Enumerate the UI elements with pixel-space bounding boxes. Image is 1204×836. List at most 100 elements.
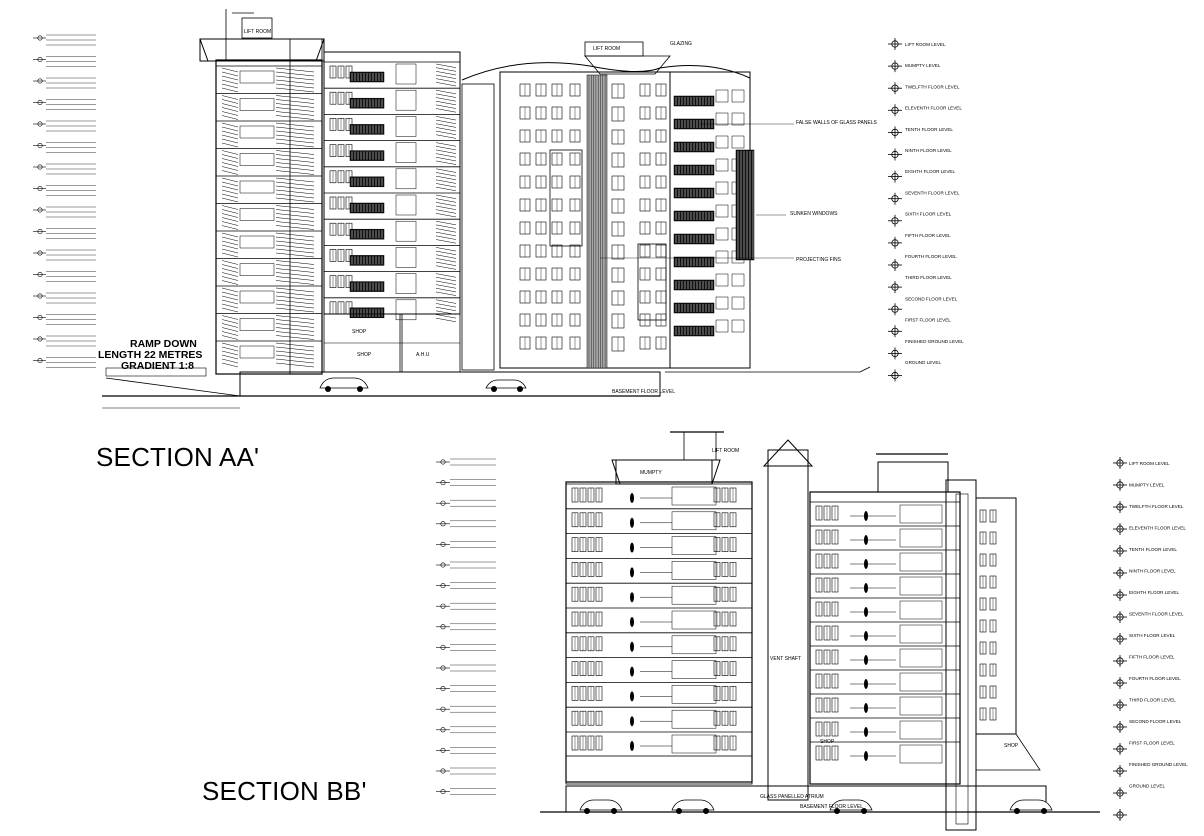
car-wheel: [491, 386, 497, 392]
lobby-box: [899, 504, 943, 524]
stair-flight: [221, 276, 239, 281]
lobby-box: [899, 624, 943, 644]
stair-flight: [275, 362, 315, 368]
stair-flight: [221, 350, 239, 356]
stair-flight: [221, 162, 239, 167]
stair-flight: [221, 327, 239, 332]
car-wheel: [325, 386, 331, 392]
stair-flight: [275, 327, 315, 332]
stair-flight: [275, 189, 315, 195]
stair-flight: [435, 254, 457, 259]
stair-flight: [221, 87, 239, 93]
stair-flight: [221, 111, 239, 116]
window: [715, 319, 729, 333]
stair-flight: [435, 78, 457, 83]
stair-flight: [275, 170, 315, 175]
stair-flight: [275, 217, 315, 222]
level-marker: [37, 78, 43, 84]
level-label: FOURTH FLOOR LEVEL: [905, 254, 957, 259]
bb-tag-mumpty: MUMPTY: [640, 470, 662, 476]
stair-flight: [275, 122, 315, 128]
stair-flight: [221, 358, 239, 364]
aa-tag-shop-2: SHOP: [357, 352, 372, 358]
level-marker: [37, 357, 43, 363]
stair-flight: [275, 126, 315, 132]
lobby-box: [671, 536, 717, 555]
level-label: SECOND FLOOR LEVEL: [1129, 719, 1182, 724]
stair-flight: [221, 221, 239, 226]
duct-shaft: [461, 83, 495, 371]
level-marker: [440, 500, 446, 506]
stair-flight: [275, 225, 315, 230]
stair-flight: [275, 342, 315, 348]
car-wheel: [1041, 808, 1047, 814]
ramp-label-line-2: LENGTH 22 METRES: [98, 349, 202, 361]
window: [731, 89, 745, 103]
stair-flight: [275, 75, 315, 81]
lobby-box: [671, 734, 717, 754]
stair-flight: [435, 303, 457, 308]
stair-flight: [435, 74, 457, 79]
stair-flight: [275, 346, 315, 352]
level-marker: [37, 35, 43, 41]
stair-flight: [221, 299, 239, 305]
stair-flight: [435, 172, 457, 177]
stair-flight: [221, 99, 239, 104]
lobby-box: [671, 486, 717, 506]
car-wheel: [834, 808, 840, 814]
stair-flight: [275, 350, 315, 356]
level-label: FIFTH FLOOR LEVEL: [1129, 655, 1175, 660]
toilet: [395, 220, 417, 242]
stair-flight: [275, 111, 315, 116]
person-figure: [630, 493, 634, 503]
level-label: ELEVENTH FLOOR LEVEL: [1129, 526, 1186, 531]
stair-flight: [221, 193, 239, 199]
window: [731, 112, 745, 126]
stair-flight: [221, 291, 239, 297]
stair-flight: [221, 107, 239, 112]
mumpty-roof: [199, 38, 325, 62]
stair-flight: [435, 71, 457, 76]
lobby-box: [899, 720, 943, 740]
car-wheel: [1014, 808, 1020, 814]
level-marker: [440, 624, 446, 630]
bb-mumpty-2: [877, 461, 949, 493]
person-figure: [630, 716, 634, 727]
bb-tag-vent-shaft: VENT SHAFT: [770, 656, 801, 662]
stair-flight: [435, 97, 457, 102]
car-icon: [579, 799, 623, 811]
level-marker: [440, 747, 446, 753]
glass-strip: [586, 74, 608, 369]
stair-flight: [275, 83, 315, 89]
stair-flight: [275, 268, 315, 273]
stair-flight: [435, 202, 457, 207]
lobby-box: [671, 585, 717, 605]
stair-flight: [435, 134, 457, 139]
lobby-box: [899, 672, 943, 692]
stair-flight: [221, 217, 239, 222]
level-marker: [37, 314, 43, 320]
person-figure: [864, 631, 868, 641]
level-label: NINTH FLOOR LEVEL: [905, 148, 952, 153]
stair-flight: [221, 252, 239, 258]
stair-flight: [435, 93, 457, 98]
level-marker: [37, 56, 43, 62]
stair-flight: [435, 127, 457, 132]
stair-flight: [221, 323, 239, 328]
stair-flight: [221, 342, 239, 348]
stair-flight: [435, 235, 457, 240]
stair-flight: [221, 346, 239, 352]
stair-flight: [275, 71, 315, 77]
stair-flight: [275, 272, 315, 277]
stair-flight: [275, 79, 315, 85]
aa-tag-basement-level: BASEMENT FLOOR LEVEL: [612, 389, 675, 395]
level-marker: [37, 100, 43, 106]
person-figure: [630, 517, 634, 528]
level-label: FOURTH FLOOR LEVEL: [1129, 676, 1181, 681]
lobby-box: [671, 635, 717, 655]
vertical-fins: [735, 149, 755, 261]
stair-flight: [435, 104, 457, 109]
section-bb-drawing: [436, 431, 1127, 831]
level-marker: [37, 186, 43, 192]
window: [731, 319, 745, 333]
